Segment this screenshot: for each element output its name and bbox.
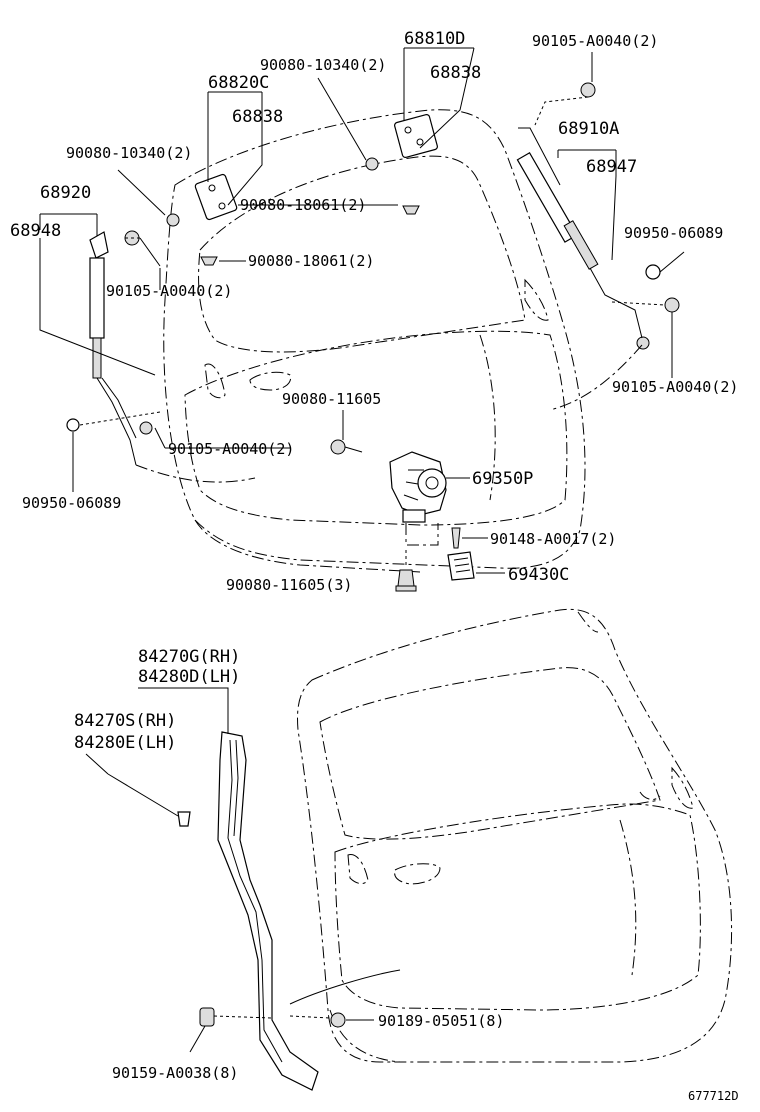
- gas-strut-right: [516, 127, 643, 411]
- clip-84270s-icon: [177, 811, 191, 827]
- back-door-upper: [163, 109, 586, 573]
- nut-90080-18061-a-icon: [402, 205, 420, 215]
- label-90105-a0040-right: 90105-A0040(2): [612, 378, 738, 396]
- label-90159-a0038: 90159-A0038(8): [112, 1064, 238, 1082]
- label-90080-11605: 90080-11605: [282, 390, 381, 408]
- label-90105-a0040-top: 90105-A0040(2): [532, 32, 658, 50]
- label-brackets: [85, 687, 229, 775]
- label-84270g: 84270G(RH): [138, 647, 240, 667]
- hinge-left: [194, 173, 238, 221]
- plug-90950-left-icon: [66, 418, 80, 432]
- screw-90148-icon: [451, 527, 461, 549]
- hinge-right: [394, 114, 438, 158]
- diagram-id: 677712D: [688, 1089, 739, 1103]
- label-68947: 68947: [586, 157, 637, 177]
- switch-69430c-icon: [447, 551, 475, 581]
- door-weatherstrip: [217, 731, 319, 1091]
- label-69350p: 69350P: [472, 469, 533, 489]
- label-68838-left: 68838: [232, 107, 283, 127]
- bolt-90105-top-icon: [580, 82, 596, 98]
- label-84280d: 84280D(LH): [138, 667, 240, 687]
- label-84270s: 84270S(RH): [74, 711, 176, 731]
- label-68838-right: 68838: [430, 63, 481, 83]
- label-90080-18061-mid: 90080-18061(2): [248, 252, 374, 270]
- nut-90080-10340-a-icon: [166, 213, 180, 227]
- nut-90080-10340-b-icon: [365, 157, 379, 171]
- label-90080-10340-left: 90080-10340(2): [66, 144, 192, 162]
- clip-90189-icon: [330, 1012, 346, 1028]
- bolt-90105-right-icon: [636, 297, 680, 350]
- label-90080-10340-top: 90080-10340(2): [260, 56, 386, 74]
- bolt-90105-mid-icon: [139, 421, 153, 435]
- label-90950-06089-left: 90950-06089: [22, 494, 121, 512]
- label-68910a: 68910A: [558, 119, 619, 139]
- door-lock-assembly: [389, 451, 447, 546]
- label-68810d: 68810D: [404, 29, 465, 49]
- label-68920: 68920: [40, 183, 91, 203]
- label-84280e: 84280E(LH): [74, 733, 176, 753]
- label-90105-a0040-mid: 90105-A0040(2): [168, 440, 294, 458]
- label-90148-a0017: 90148-A0017(2): [490, 530, 616, 548]
- clip-90159-icon: [199, 1007, 215, 1027]
- back-door-lower: [297, 608, 733, 1063]
- label-90950-06089-right: 90950-06089: [624, 224, 723, 242]
- label-68948: 68948: [10, 221, 61, 241]
- leader-lines-lower: [107, 700, 401, 1053]
- callout-labels: 68810D 90105-A0040(2) 90080-10340(2) 688…: [10, 29, 739, 1103]
- nut-90080-18061-b-icon: [200, 256, 218, 266]
- leader-lines-upper: [39, 47, 685, 574]
- bolt-90080-11605-3-icon: [395, 569, 417, 592]
- label-68820c: 68820C: [208, 73, 269, 93]
- label-90080-18061-top: 90080-18061(2): [240, 196, 366, 214]
- plug-90950-right-icon: [645, 264, 661, 280]
- bolt-90080-11605-icon: [330, 439, 363, 455]
- label-69430c: 69430C: [508, 565, 569, 585]
- label-90189-05051: 90189-05051(8): [378, 1012, 504, 1030]
- gas-strut-left: [89, 231, 256, 483]
- label-90105-a0040-left: 90105-A0040(2): [106, 282, 232, 300]
- label-90080-11605-3: 90080-11605(3): [226, 576, 352, 594]
